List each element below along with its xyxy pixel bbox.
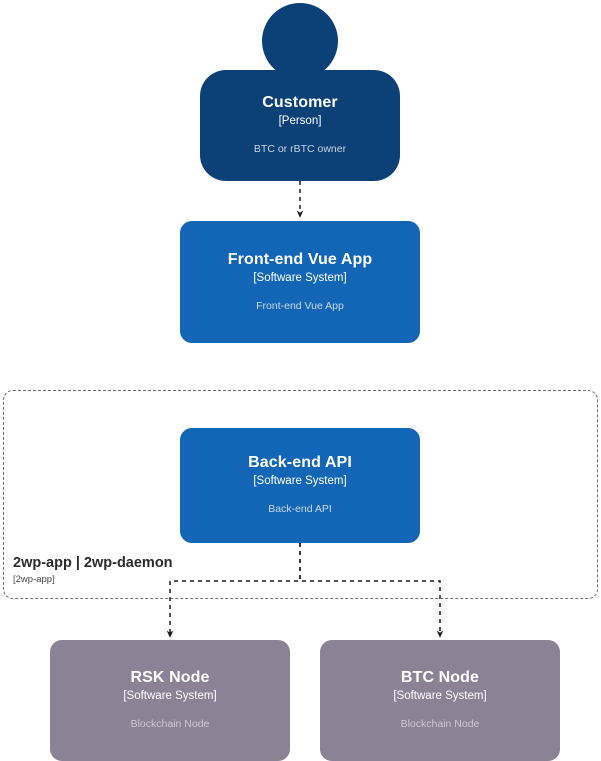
customer-type: [Person]: [278, 115, 322, 128]
boundary-name: 2wp-app | 2wp-daemon: [13, 555, 173, 571]
boundary-type: [2wp-app]: [13, 573, 55, 585]
rsk-node-title: RSK Node: [130, 669, 210, 687]
node-btc-node[interactable]: BTC Node [Software System] Blockchain No…: [320, 640, 560, 761]
node-backend-api[interactable]: Back-end API [Software System] Back-end …: [180, 428, 420, 543]
backend-title: Back-end API: [248, 454, 352, 472]
frontend-type: [Software System]: [253, 271, 347, 284]
node-customer[interactable]: Customer [Person] BTC or rBTC owner: [200, 70, 400, 181]
boundary-label: 2wp-app | 2wp-daemon [2wp-app]: [13, 555, 173, 586]
rsk-node-type: [Software System]: [123, 690, 217, 703]
frontend-description: Front-end Vue App: [256, 299, 344, 312]
backend-type: [Software System]: [253, 475, 347, 488]
customer-description: BTC or rBTC owner: [253, 143, 347, 156]
node-rsk-node[interactable]: RSK Node [Software System] Blockchain No…: [50, 640, 290, 761]
btc-node-type: [Software System]: [393, 690, 487, 703]
backend-description: Back-end API: [268, 503, 332, 516]
btc-node-title: BTC Node: [400, 669, 480, 687]
boundary-2wp-app: [3, 390, 598, 599]
btc-node-description: Blockchain Node: [400, 718, 480, 731]
customer-head-icon: [262, 3, 338, 79]
rsk-node-description: Blockchain Node: [130, 718, 210, 731]
node-frontend-vue-app[interactable]: Front-end Vue App [Software System] Fron…: [180, 221, 420, 343]
customer-title: Customer: [262, 94, 338, 112]
frontend-title: Front-end Vue App: [227, 250, 373, 268]
